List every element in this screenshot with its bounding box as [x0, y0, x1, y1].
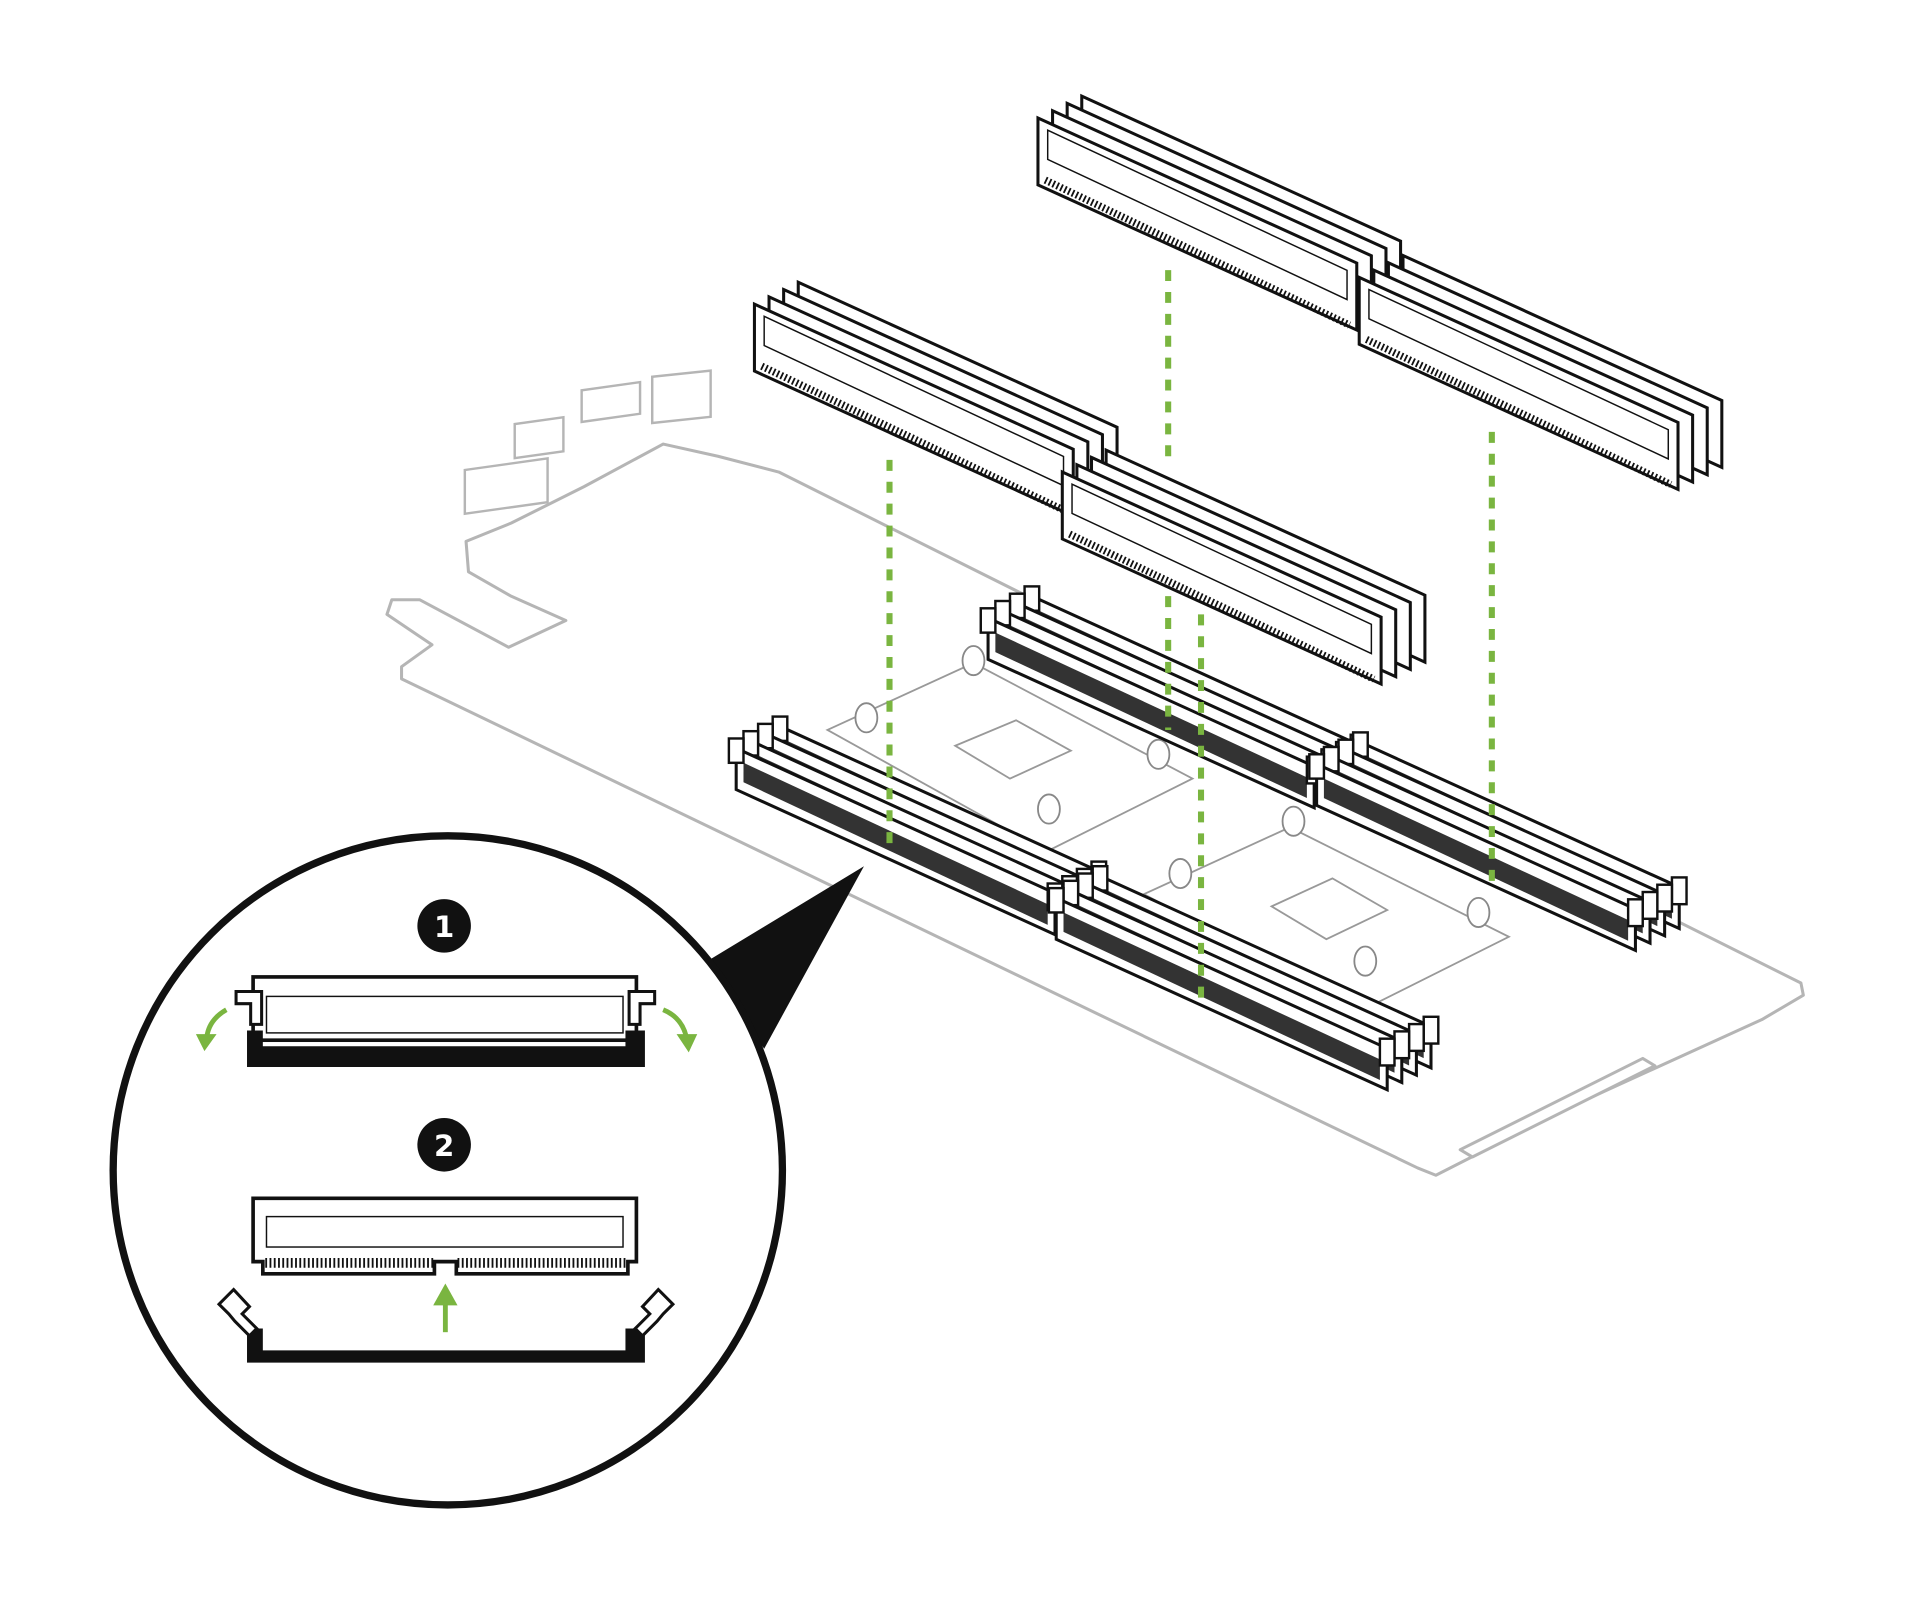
dimm-modules — [752, 93, 1724, 687]
latch-open-left-icon — [216, 1287, 259, 1338]
cpu-sockets — [825, 662, 1511, 1011]
dimm-module-stack — [1036, 93, 1403, 333]
dimm-module[interactable] — [1357, 275, 1680, 492]
rotate-right-arrow-icon — [662, 1007, 689, 1038]
dimm-module[interactable] — [1036, 115, 1359, 333]
latch-right-icon — [627, 990, 657, 1026]
dimm-socket-bank — [1308, 731, 1688, 953]
step-1-number: 1 — [434, 910, 454, 944]
dimm-slot-channel — [995, 632, 1307, 799]
screw-icon — [854, 702, 879, 734]
screw-icon — [1146, 738, 1171, 770]
latch-open-right-icon — [633, 1287, 676, 1338]
dimm-label-area — [1046, 129, 1348, 301]
step-2-badge — [417, 1118, 471, 1172]
screw-icon — [1466, 896, 1491, 928]
slot-latch-icon — [1422, 1015, 1440, 1045]
dimm-slot-channel — [1063, 912, 1380, 1081]
dimm-sockets — [727, 585, 1688, 1093]
dimm-gold-pins — [760, 362, 1068, 515]
screw-icon — [1353, 945, 1378, 977]
slot-latch-icon — [1308, 753, 1326, 780]
slot-latch-icon — [1656, 883, 1674, 913]
rear-connectors — [463, 369, 712, 516]
screw-icon — [1037, 793, 1061, 825]
slot-latch-icon — [1378, 1037, 1396, 1067]
slot-latch-icon — [727, 737, 745, 765]
dimm-label-area — [1071, 483, 1373, 655]
dimm-slot-channel — [743, 762, 1048, 925]
step-2-number: 2 — [434, 1129, 454, 1163]
dimm-module[interactable] — [1060, 469, 1383, 687]
dimm-gold-pins — [1068, 530, 1376, 683]
step-1-badge — [417, 899, 471, 953]
slot-latch-icon — [1393, 1030, 1411, 1060]
screw-icon — [961, 645, 986, 677]
step-1: 1 — [195, 899, 698, 1067]
cpu-1-die — [953, 719, 1073, 780]
dimm-socket-bank — [1047, 865, 1440, 1093]
dimm-module-stack — [1060, 447, 1427, 687]
alignment-guides — [886, 270, 1495, 1004]
dimm-socket-seated — [247, 1030, 645, 1067]
slot-latch-icon — [1407, 1022, 1425, 1053]
callout-pointer — [703, 866, 864, 1049]
dimm-socket-bank — [727, 715, 1108, 937]
slot-latch-icon — [1626, 898, 1644, 928]
step-2: 2 — [216, 1118, 676, 1363]
dimm-module-stack — [752, 279, 1119, 519]
slot-latch-icon — [979, 607, 997, 634]
screw-icon — [1168, 858, 1193, 890]
dimm-socket-open — [247, 1328, 645, 1363]
dimm-gold-pins — [1364, 336, 1673, 488]
rotate-left-arrow-icon — [204, 1007, 228, 1037]
dimm-module-stack — [1357, 253, 1724, 492]
slot-latch-icon — [1047, 886, 1065, 914]
cpu-2-die — [1269, 877, 1390, 941]
dimm-gold-pins — [1043, 176, 1352, 329]
dimm-slot-channel — [1323, 778, 1629, 941]
slot-latch-icon — [1641, 890, 1659, 921]
board-edge-connector — [1458, 1056, 1657, 1159]
slot-latch-icon — [1670, 876, 1688, 906]
latch-left-icon — [234, 990, 264, 1026]
dimm-label-area — [1368, 288, 1670, 461]
cpu-screws — [854, 645, 1491, 977]
screw-icon — [1281, 805, 1306, 837]
